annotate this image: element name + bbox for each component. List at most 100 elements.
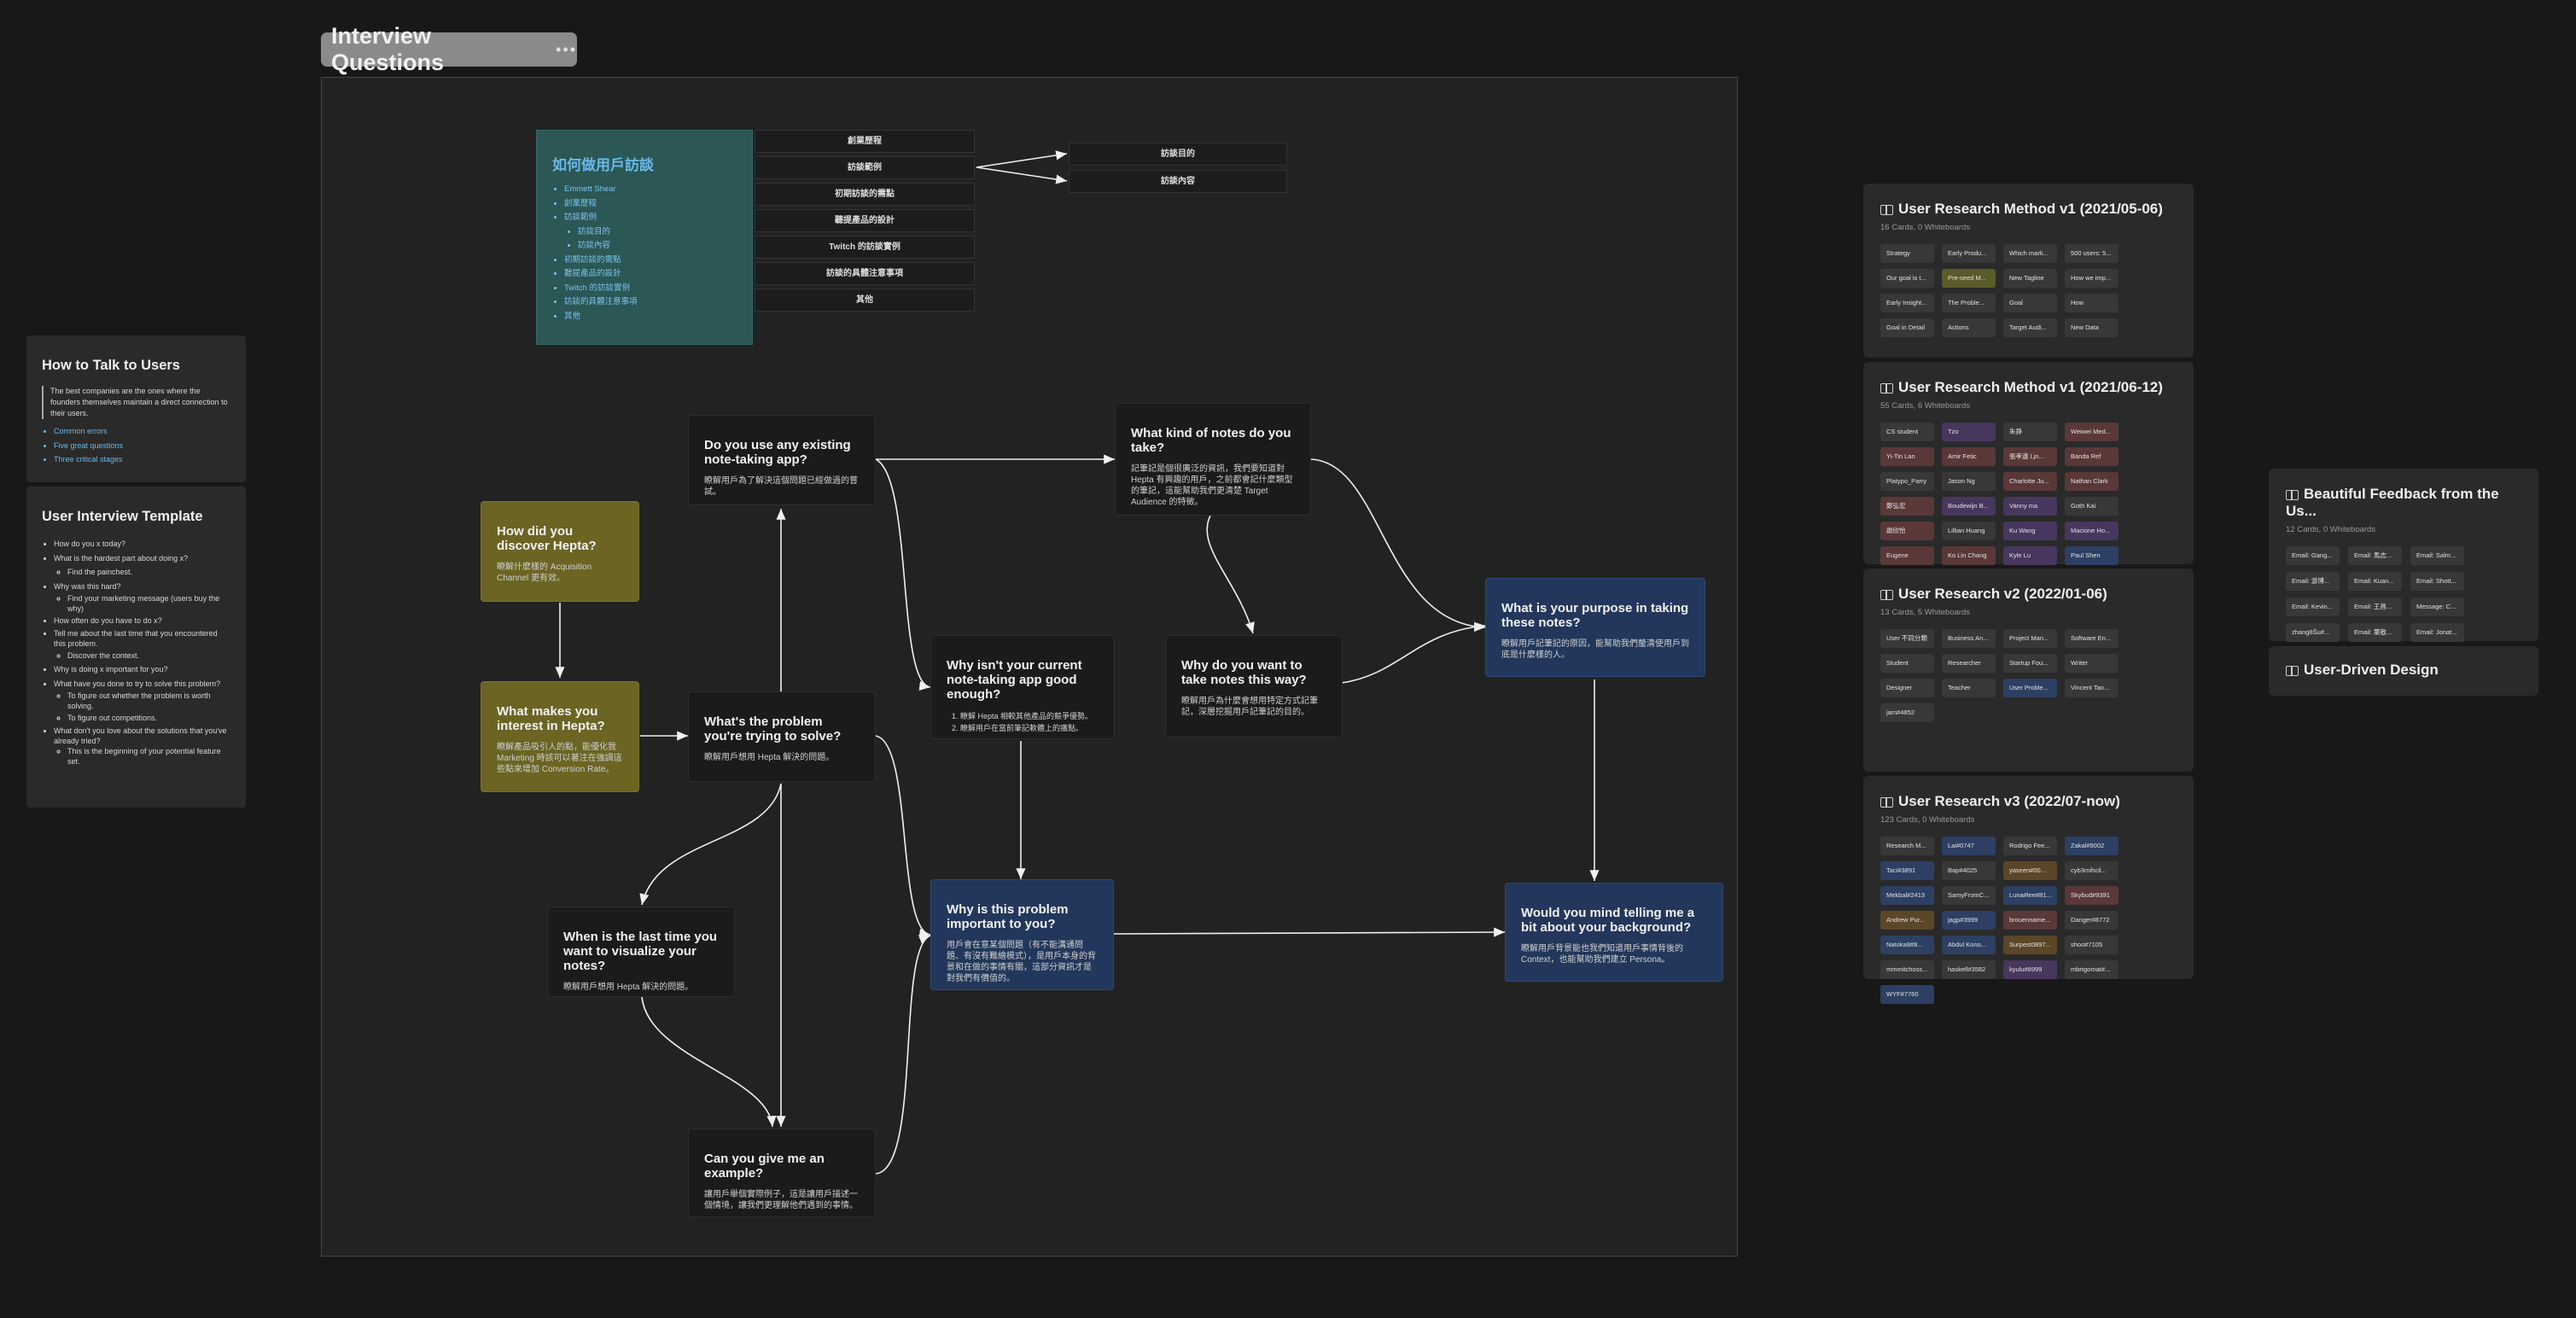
- question-card-kind-of-notes[interactable]: What kind of notes do you take? 記筆記是個很廣泛…: [1115, 403, 1311, 516]
- card-chip[interactable]: Mekbal#2413: [1880, 886, 1934, 905]
- card-chip[interactable]: How we imp...: [2065, 269, 2118, 288]
- question-card-interest[interactable]: What makes you interest in Hepta? 瞭解產品吸引…: [481, 681, 639, 792]
- card-chip[interactable]: Email: Shott...: [2410, 572, 2464, 591]
- card-chip[interactable]: Lai#0747: [1942, 837, 1996, 855]
- question-card-background[interactable]: Would you mind telling me a bit about yo…: [1505, 883, 1723, 982]
- board-title-bar[interactable]: Interview Questions •••: [321, 23, 577, 75]
- card-chip[interactable]: Early Produ...: [1942, 244, 1996, 263]
- card-chip[interactable]: Luna#lee#81...: [2003, 886, 2057, 905]
- card-chip[interactable]: shoo#7105: [2065, 936, 2118, 954]
- card-chip[interactable]: Research M...: [1880, 837, 1934, 855]
- card-chip[interactable]: zhang8Šu#...: [2286, 623, 2340, 642]
- more-options-icon[interactable]: •••: [556, 40, 577, 58]
- card-chip[interactable]: yaseen#00...: [2003, 861, 2057, 880]
- card-chip[interactable]: WYF#7760: [1880, 985, 1934, 1004]
- question-card-problem[interactable]: What's the problem you're trying to solv…: [688, 691, 876, 782]
- card-chip[interactable]: Actions: [1942, 318, 1996, 337]
- card-chip[interactable]: Weiwei Med...: [2065, 423, 2118, 441]
- card-chip[interactable]: Macione Ho...: [2065, 522, 2118, 540]
- card-chip[interactable]: Goal in Detail: [1880, 318, 1934, 337]
- card-chip[interactable]: Our goal is t...: [1880, 269, 1934, 288]
- card-chip[interactable]: CS student: [1880, 423, 1934, 441]
- card-chip[interactable]: Taci#3891: [1880, 861, 1934, 880]
- card-chip[interactable]: kyulu#8999: [2003, 960, 2057, 979]
- card-chip[interactable]: Business An...: [1942, 629, 1996, 648]
- card-chip[interactable]: User Proble...: [2003, 679, 2057, 697]
- card-chip[interactable]: Nathan Clark: [2065, 472, 2118, 491]
- question-card-purpose[interactable]: What is your purpose in taking these not…: [1485, 578, 1705, 677]
- card-chip[interactable]: Software En...: [2065, 629, 2118, 648]
- outline-item[interactable]: 創業歷程: [564, 197, 737, 212]
- card-chip[interactable]: Paul Shen: [2065, 546, 2118, 565]
- section-label[interactable]: 訪談範例: [755, 156, 975, 179]
- card-chip[interactable]: Boudewijn B...: [1942, 497, 1996, 516]
- card-chip[interactable]: Natoka9#8...: [1880, 936, 1934, 954]
- link-common-errors[interactable]: Common errors: [54, 424, 230, 439]
- research-panel[interactable]: User Research v3 (2022/07-now) 123 Cards…: [1863, 776, 2194, 1004]
- talk-to-users-card[interactable]: How to Talk to Users The best companies …: [26, 335, 246, 482]
- card-chip[interactable]: Teacher: [1942, 679, 1996, 697]
- card-chip[interactable]: Amir Fetic: [1942, 447, 1996, 466]
- question-card-important[interactable]: Why is this problem important to you? 用戶…: [930, 879, 1114, 990]
- card-chip[interactable]: brouenname...: [2003, 911, 2057, 930]
- link-five-questions[interactable]: Five great questions: [54, 439, 230, 453]
- card-chip[interactable]: Jason Ng: [1942, 472, 1996, 491]
- outline-item[interactable]: 初期訪談的需點: [564, 254, 737, 268]
- card-chip[interactable]: Vincent Tao...: [2065, 679, 2118, 697]
- card-chip[interactable]: Lillian Huang: [1942, 522, 1996, 540]
- card-chip[interactable]: The Proble...: [1942, 294, 1996, 312]
- card-chip[interactable]: haskell#3582: [1942, 960, 1996, 979]
- card-chip[interactable]: Email: 葉敬...: [2348, 623, 2402, 642]
- outline-item[interactable]: 聽提產品的設計: [564, 267, 737, 282]
- card-chip[interactable]: Email: Salm...: [2410, 546, 2464, 565]
- outline-item[interactable]: 訪談範例: [564, 211, 737, 225]
- outline-item[interactable]: 訪談的具體注意事項: [564, 295, 737, 310]
- card-chip[interactable]: 鄭弘宏: [1880, 497, 1934, 516]
- section-label[interactable]: 訪談內容: [1069, 170, 1287, 193]
- card-chip[interactable]: 張孝邊 Ljn...: [2003, 447, 2057, 466]
- card-chip[interactable]: Ko Lin Chang: [1942, 546, 1996, 565]
- question-card-last-time[interactable]: When is the last time you want to visual…: [547, 907, 735, 997]
- feedback-panel[interactable]: Beautiful Feedback from the Us... 12 Car…: [2269, 469, 2538, 642]
- card-chip[interactable]: Email: Kevin...: [2286, 598, 2340, 616]
- card-chip[interactable]: Which mark...: [2003, 244, 2057, 263]
- card-chip[interactable]: Charlotte Ju...: [2003, 472, 2057, 491]
- outline-subitem[interactable]: 訪談內容: [578, 239, 737, 254]
- card-chip[interactable]: Email: Gang...: [2286, 546, 2340, 565]
- card-chip[interactable]: Banda Ref: [2065, 447, 2118, 466]
- card-chip[interactable]: Strategy: [1880, 244, 1934, 263]
- research-panel[interactable]: User Research Method v1 (2021/05-06) 16 …: [1863, 184, 2194, 358]
- link-three-stages[interactable]: Three critical stages: [54, 452, 230, 467]
- question-card-existing-app[interactable]: Do you use any existing note-taking app?…: [688, 415, 876, 505]
- card-chip[interactable]: Danger#8772: [2065, 911, 2118, 930]
- card-chip[interactable]: Rodrigo Fee...: [2003, 837, 2057, 855]
- card-chip[interactable]: Email: 馬志...: [2348, 546, 2402, 565]
- outline-subitem[interactable]: 訪談目的: [578, 225, 737, 240]
- card-chip[interactable]: Bap#4025: [1942, 861, 1996, 880]
- card-chip[interactable]: Project Man...: [2003, 629, 2057, 648]
- card-chip[interactable]: Platypo_Parry: [1880, 472, 1934, 491]
- section-label[interactable]: 創業歷程: [755, 130, 975, 153]
- section-label[interactable]: 訪談的具體注意事項: [755, 262, 975, 285]
- card-chip[interactable]: Email: 王昌...: [2348, 598, 2402, 616]
- card-chip[interactable]: SamyFromC...: [1942, 886, 1996, 905]
- card-chip[interactable]: Eugene: [1880, 546, 1934, 565]
- section-label[interactable]: 訪談目的: [1069, 143, 1287, 166]
- outline-item[interactable]: 其他: [564, 310, 737, 324]
- card-chip[interactable]: Kyle Lu: [2003, 546, 2057, 565]
- card-chip[interactable]: Vanny ma: [2003, 497, 2057, 516]
- research-panel[interactable]: User Research Method v1 (2021/06-12) 55 …: [1863, 362, 2194, 590]
- card-chip[interactable]: Ku Wang: [2003, 522, 2057, 540]
- card-chip[interactable]: Message: C...: [2410, 598, 2464, 616]
- section-label[interactable]: 聽提產品的設計: [755, 209, 975, 232]
- card-chip[interactable]: Goal: [2003, 294, 2057, 312]
- card-chip[interactable]: mmmitchoss...: [1880, 960, 1934, 979]
- card-chip[interactable]: Skybud#9391: [2065, 886, 2118, 905]
- card-chip[interactable]: New Tagline: [2003, 269, 2057, 288]
- card-chip[interactable]: Pre-seed M...: [1942, 269, 1996, 288]
- card-chip[interactable]: Early Insight...: [1880, 294, 1934, 312]
- interview-template-card[interactable]: User Interview Template How do you x tod…: [26, 487, 246, 808]
- question-card-why-not-good[interactable]: Why isn't your current note-taking app g…: [930, 635, 1115, 739]
- card-chip[interactable]: 500 users: 5...: [2065, 244, 2118, 263]
- card-chip[interactable]: Researcher: [1942, 654, 1996, 673]
